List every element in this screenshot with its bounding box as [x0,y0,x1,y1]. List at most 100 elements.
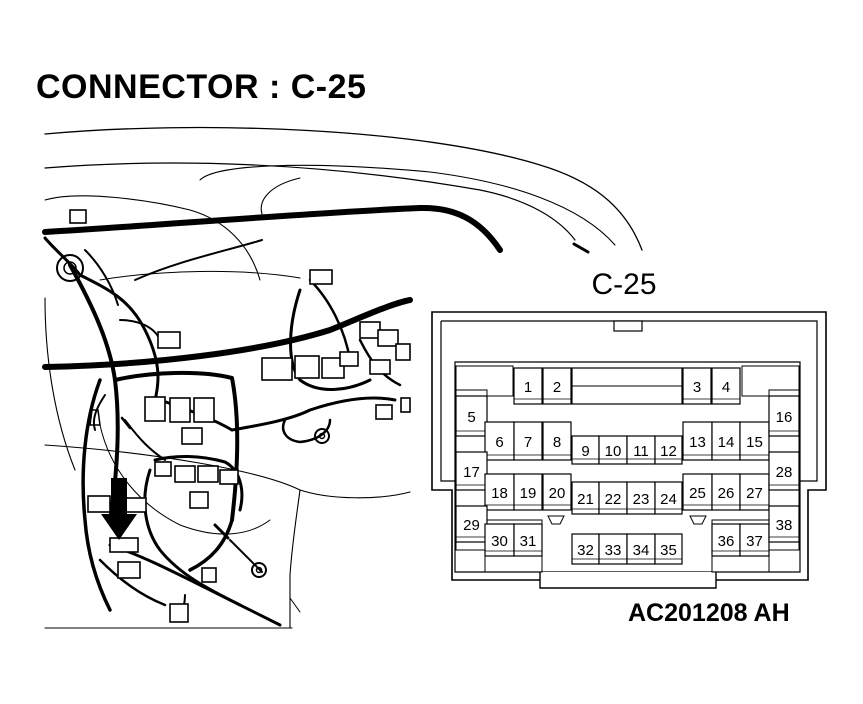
connector-label: C-25 [591,268,656,301]
connector-pin: 4 [711,367,741,405]
harness-connectors [69,209,411,623]
pin-number: 12 [660,443,677,460]
connector-pin: 23 [626,481,656,515]
connector-pin: 11 [626,435,656,465]
pin-number: 16 [776,409,793,426]
pin-number: 22 [605,491,622,508]
connector-pin: 31 [513,523,543,557]
connector-pin: 28 [768,451,800,491]
pin-number: 37 [746,533,763,550]
pin-cavity [768,505,800,543]
connector-pin: 17 [455,451,488,491]
connector-pin: 30 [484,523,515,557]
pin-number: 28 [776,464,793,481]
connector-pin: 20 [542,473,572,511]
pin-number: 34 [633,542,650,559]
pin-number: 11 [633,443,649,460]
pin-cavity [711,421,741,461]
pin-number: 29 [463,517,480,534]
pin-number: 4 [722,379,730,396]
pin-number: 32 [577,542,594,559]
connector-pin: 12 [654,435,683,465]
locking-tab [547,515,565,525]
pin-cavity [542,367,572,405]
connector-pin: 34 [626,533,656,565]
pin-number: 30 [491,533,508,550]
connector-pin: 1 [513,367,543,405]
connector-pin: 8 [542,421,572,461]
location-arrow [101,478,137,540]
connector-pin: 26 [711,473,741,511]
pin-number: 5 [467,409,475,426]
connector-pin: 6 [484,421,515,461]
connector-pin: 16 [768,395,800,437]
pin-cavity [711,367,741,405]
pin-cavity [682,367,712,405]
pin-number: 14 [718,434,735,451]
reference-code: AC201208 AH [628,599,790,627]
pin-number: 25 [689,485,706,502]
pin-cavity [484,473,515,511]
pin-number: 38 [776,517,793,534]
connector-pin: 33 [598,533,628,565]
pin-cavity [542,421,572,461]
pin-number: 17 [463,464,480,481]
pin-number: 36 [718,533,735,550]
pin-cavity [455,451,488,491]
connector-pin: 3 [682,367,712,405]
pin-number: 23 [633,491,650,508]
pin-number: 2 [553,379,561,396]
pin-number: 26 [718,485,735,502]
pin-cavity [513,421,543,461]
pin-number: 19 [520,485,537,502]
pin-number: 18 [491,485,508,502]
dashboard-harness-illustration [42,126,643,629]
pin-number: 3 [693,379,701,396]
pin-number: 24 [660,491,677,508]
pin-number: 35 [660,542,677,559]
connector-pin: 38 [768,505,800,543]
connector-pin: 18 [484,473,515,511]
pin-number: 13 [689,434,706,451]
pin-number: 1 [524,379,532,396]
connector-pin: 7 [513,421,543,461]
pin-cavity [484,421,515,461]
pin-cavity [682,421,713,461]
connector-pin: 15 [739,421,770,461]
pin-number: 15 [746,434,763,451]
pin-number: 9 [581,443,589,460]
locking-tab [689,515,707,525]
pin-cavity [768,395,800,437]
connector-pin: 24 [654,481,683,515]
connector-pin: 14 [711,421,741,461]
pin-number: 20 [549,485,566,502]
connector-pin: 27 [739,473,770,511]
connector-pin: 5 [455,395,488,437]
page-title: CONNECTOR : C-25 [36,68,367,106]
connector-pin: 10 [598,435,628,465]
pin-cavity [455,395,488,437]
pin-number: 8 [553,434,561,451]
connector-pin: 21 [571,481,600,515]
connector-pin: 25 [682,473,713,511]
pin-number: 31 [520,533,537,550]
connector-pin: 13 [682,421,713,461]
pin-cavity [513,367,543,405]
pin-number: 33 [605,542,622,559]
connector-pin: 2 [542,367,572,405]
connector-pin: 35 [654,533,683,565]
connector-pin: 9 [571,435,600,465]
connector-pin: 36 [711,523,741,557]
pin-cavity [768,451,800,491]
pin-number: 21 [577,491,594,508]
connector-pin: 32 [571,533,600,565]
pin-cavity [513,473,543,511]
pin-number: 6 [495,434,503,451]
pin-number: 7 [524,434,532,451]
pin-number: 10 [605,443,622,460]
connector-pin: 19 [513,473,543,511]
